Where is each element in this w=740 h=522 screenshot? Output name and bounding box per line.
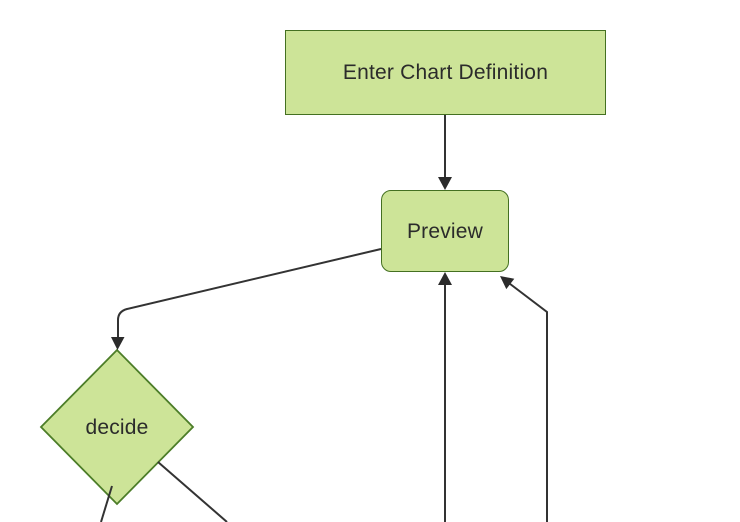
- node-preview: Preview: [381, 190, 509, 272]
- node-decide-label: decide: [85, 415, 149, 439]
- node-enter-chart-definition: Enter Chart Definition: [285, 30, 606, 115]
- edge-decide-to-bottomright: [157, 461, 228, 522]
- edge-decide-to-bottomleft: [100, 485, 113, 522]
- node-decide: decide: [57, 413, 177, 441]
- arrowhead-into-preview-corner: [500, 276, 515, 290]
- edge-preview-to-decide: [117, 248, 382, 338]
- arrowhead-into-preview-bottom: [438, 272, 452, 285]
- decide-diamond-shape: [39, 348, 195, 506]
- arrowhead-into-preview-top: [438, 177, 452, 190]
- edge-bottomright-to-preview: [508, 282, 548, 522]
- node-enter-chart-definition-label: Enter Chart Definition: [342, 61, 549, 84]
- node-preview-label: Preview: [406, 219, 484, 243]
- arrowhead-into-decide-top: [111, 337, 125, 350]
